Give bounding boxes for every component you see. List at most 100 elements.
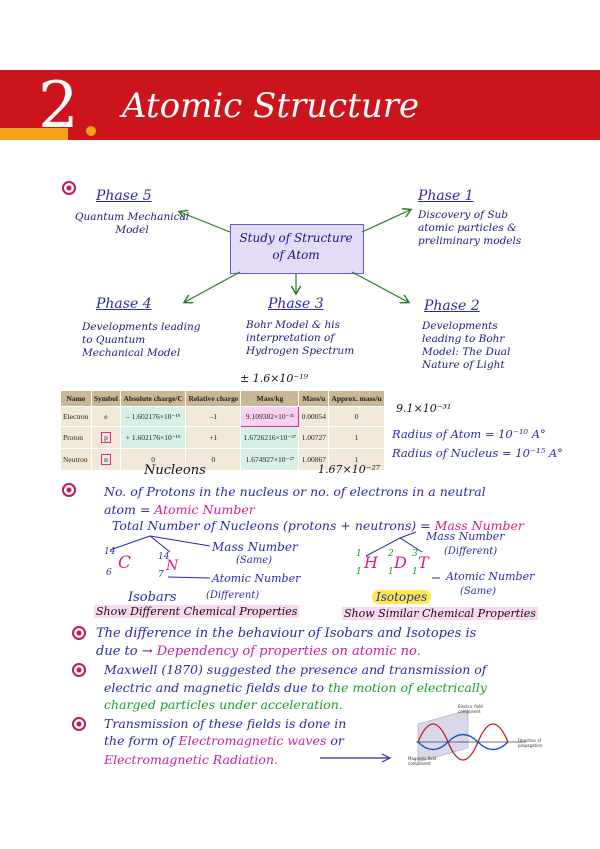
c-symbol: C [118,553,132,573]
th-name: Name [60,390,92,407]
p3-text: or [330,733,344,748]
cell: 1.00727 [298,426,330,449]
cell: 9.109382×10⁻³¹ [240,406,300,427]
isobars-sub: (Different) [206,590,260,601]
arrow-phase2 [351,271,408,302]
isobars-title: Isobars [128,590,177,605]
cell: +1 [185,426,242,449]
cell: 1.00867 [298,448,330,471]
cell: Neutron [60,448,92,471]
h-atomic: 1 [356,567,362,577]
symbol-box: p [101,432,111,443]
cell: n [90,448,122,471]
section-bullet [62,483,76,497]
mindmap-arrows [0,0,600,400]
chapter-title: Atomic Structure [122,86,420,126]
symbol-box: n [101,454,111,465]
radius-atom: Radius of Atom = 10⁻¹⁰ A° [392,427,546,441]
note-line2: atom = Atomic Number [104,502,255,517]
isotope-atomic-label: Atomic Number [446,570,535,583]
d-atomic: 1 [388,567,394,577]
phase3-desc: Bohr Model & his interpretation of Hydro… [246,319,355,357]
chapter-number: 2 [38,69,79,143]
cell: 1 [328,426,385,449]
n-mass: 14 [158,552,170,562]
c-atomic: 6 [106,568,112,578]
isobar-mass-same: (Same) [236,555,273,566]
section-bullet [72,626,86,640]
p2-highlight: the motion of electrically [328,680,487,695]
p2-line1: Maxwell (1870) suggested the presence an… [104,662,487,677]
phase3-title: Phase 3 [268,296,324,312]
h-mass: 1 [356,549,362,559]
th-mass-u: Mass/u [298,390,330,407]
cell: e [90,406,122,427]
chapter-banner [0,70,600,140]
p3-text: the form of [104,733,175,748]
direction-label: Direction of propagation [518,738,543,748]
arrow-phase5 [180,212,231,233]
d-symbol: D [394,553,407,572]
arrow-phase4 [185,271,241,302]
cell: Electron [60,406,92,427]
cell: + 1.602176×10⁻¹⁹ [120,426,187,449]
table-row: Neutron n 0 0 1.674927×10⁻²⁷ 1.00867 1 [60,448,385,471]
atomic-number-term: Atomic Number [154,502,255,517]
phase1-desc: Discovery of Sub atomic particles & prel… [418,209,522,247]
note-text: atom = [104,502,151,517]
t-atomic: 1 [412,567,418,577]
electric-label: Electric field component [458,704,483,714]
isotope-mass-pointer [399,531,417,539]
accent-strip [0,128,68,140]
th-symbol: Symbol [90,390,122,407]
h-symbol: H [364,553,378,572]
nucleons-label: Nucleons [144,463,206,478]
cell: p [90,426,122,449]
cell: –1 [185,406,242,427]
th-rel-charge: Relative charge [185,390,242,407]
nucleon-mass-note: 1.67×10⁻²⁷ [318,463,381,476]
isobar-atomic-pointer [167,576,211,579]
mass-number-term: Mass Number [434,518,524,533]
section-bullet [62,181,76,195]
radius-nucleus: Radius of Nucleus = 10⁻¹⁵ A° [392,446,563,460]
table-header-row: Name Symbol Absolute charge/C Relative c… [60,390,385,407]
p1-line2: due to → Dependency of properties on ato… [96,644,421,659]
charge-note: ± 1.6×10⁻¹⁹ [240,372,309,385]
p2-line2: electric and magnetic fields due to the … [104,680,487,695]
em-wave-figure: Electric field component Magnetic field … [408,704,548,766]
section-bullet [72,663,86,677]
cell: 1 [328,448,385,471]
phase2-title: Phase 2 [424,298,480,314]
isobar-mass-label: Mass Number [212,540,298,554]
isotope-atomic-sub: (Same) [460,586,497,597]
phase5-title: Phase 5 [96,188,152,204]
isotope-mass-label: Mass Number [426,530,505,543]
isobar-mass-bracket [109,535,171,553]
magnetic-label: Magnetic field component [408,756,437,766]
p3-highlight: Electromagnetic waves [178,733,327,748]
c-mass: 14 [104,547,116,557]
th-approx-mass: Approx. mass/u [328,390,385,407]
p2-text: electric and magnetic fields due to [104,680,325,695]
pointer-arrow [320,753,392,763]
note-line3: Total Number of Nucleons (protons + neut… [112,518,524,533]
isobars-property: Show Different Chemical Properties [94,605,300,618]
note-line1: No. of Protons in the nucleus or no. of … [104,484,486,499]
n-symbol: N [166,558,179,574]
particle-table: Name Symbol Absolute charge/C Relative c… [60,390,385,471]
em-wave-drawing [416,709,526,763]
cell: – 1.602176×10⁻¹⁹ [120,406,187,427]
phase5-desc: Quantum Mechanical Model [74,211,190,236]
electron-mass-note: 9.1×10⁻³¹ [396,402,452,415]
phase2-desc: Developments leading to Bohr Model: The … [422,320,511,371]
isobar-isotope-lines [109,531,440,579]
p3-line3: Electromagnetic Radiation. [104,752,278,767]
cell: 0 [185,448,242,471]
p1-text: due to → [96,644,153,659]
cell: 0 [120,448,187,471]
th-mass-kg: Mass/kg [240,390,300,407]
isotope-mass-sub: (Different) [444,546,498,557]
t-mass: 3 [412,549,418,559]
isobar-atomic-label: Atomic Number [212,572,301,585]
